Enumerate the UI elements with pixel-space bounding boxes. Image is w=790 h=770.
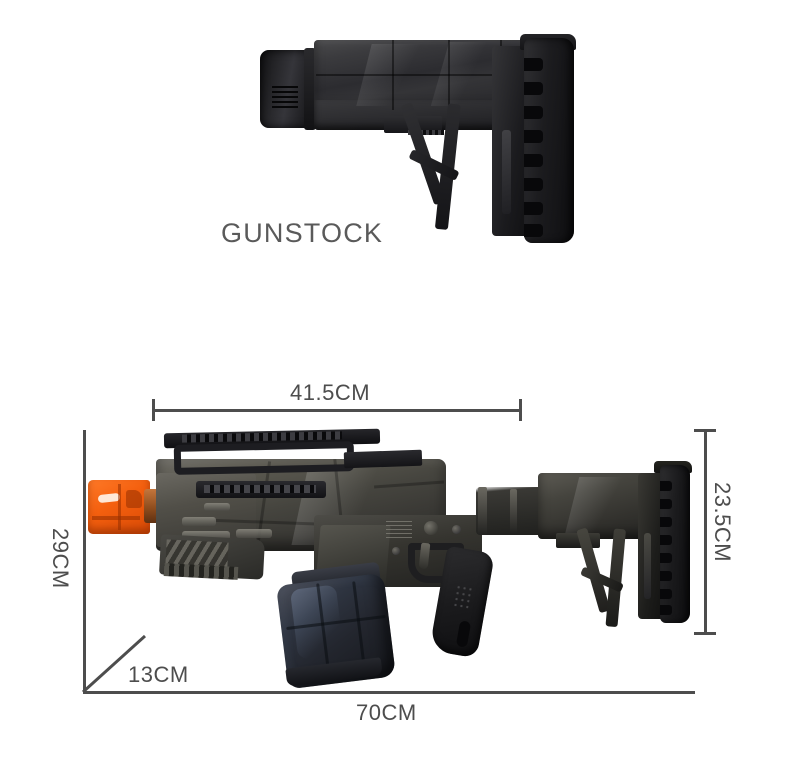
dimension-line-height-left: [83, 430, 86, 693]
dimension-tick-length-right: [519, 399, 522, 421]
gunstock-pad-slot: [502, 130, 511, 214]
blaster-butt-pad: [660, 465, 690, 623]
dimension-line-length-top: [152, 409, 522, 412]
gunstock-seam-1: [392, 40, 394, 110]
blaster-product-photo: [86, 425, 692, 690]
blaster-tube-ring-1: [478, 487, 487, 535]
gunstock-cap-slots: [272, 86, 298, 108]
blaster-selector-switch: [424, 521, 438, 535]
dimension-label-depth-diagonal: 13CM: [128, 662, 189, 687]
gunstock-seam-2: [448, 40, 450, 110]
dimension-line-width-bottom: [83, 691, 695, 694]
dimension-label-width-bottom: 70CM: [356, 700, 417, 725]
gunstock-pad-inner: [492, 46, 530, 236]
dimension-tick-height-bottom: [694, 632, 716, 635]
dimension-tick-height-top: [694, 429, 716, 432]
dimension-label-height-left: 29CM: [48, 528, 73, 589]
dimension-label-height-right: 23.5CM: [710, 482, 735, 563]
gunstock-cap-ring: [304, 48, 316, 130]
blaster-vent-4: [204, 503, 230, 511]
blaster-buttpad-slot: [644, 533, 651, 599]
blaster-orange-muzzle: [88, 480, 150, 534]
dimension-label-length-top: 41.5CM: [290, 380, 371, 405]
blaster-buttpad-inner: [638, 473, 664, 619]
gunstock-rail-teeth: [408, 130, 444, 135]
dimension-line-depth-diagonal: [81, 634, 147, 694]
blaster-tube-ring-2: [510, 489, 517, 533]
blaster-pin-1: [392, 547, 400, 555]
blaster-carry-handle: [173, 441, 355, 475]
blaster-vent-2: [182, 531, 230, 540]
blaster-pin-2: [452, 525, 461, 534]
blaster-foregrip-teeth: [163, 563, 239, 580]
blaster-mid-rail-teeth: [204, 485, 316, 493]
gunstock-butt-pad: [524, 38, 574, 243]
blaster-vent-1: [182, 517, 216, 526]
dimension-line-height-right: [704, 429, 707, 635]
gunstock-part-label: GUNSTOCK: [221, 218, 384, 248]
blaster-vent-3: [236, 529, 272, 538]
blaster-side-markings: [386, 521, 412, 538]
gunstock-seam-h: [316, 74, 546, 76]
blaster-rear-rail: [343, 449, 423, 469]
dimension-tick-length-left: [152, 399, 155, 421]
gunstock-product-photo: [252, 34, 597, 250]
